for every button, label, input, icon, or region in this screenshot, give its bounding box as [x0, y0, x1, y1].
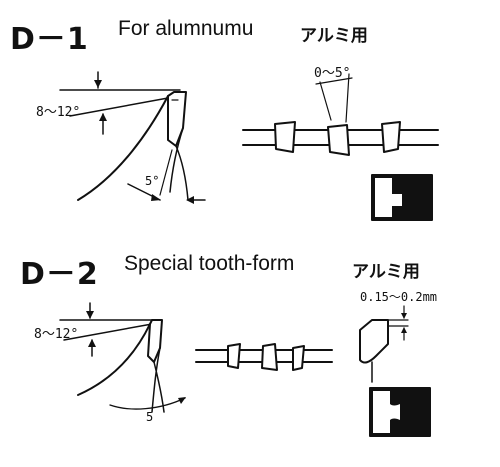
d1-top-view: [242, 73, 439, 156]
section1-material: アルミ用: [300, 26, 368, 46]
d1-tooth-face: [371, 174, 433, 221]
section1-clearance-angle: 5°: [145, 174, 160, 188]
section2-subtitle: Special tooth-form: [124, 252, 295, 275]
section1-code: D－1: [10, 22, 89, 57]
section2-clearance-angle: 5: [146, 410, 154, 424]
d1-side-profile: [59, 71, 206, 204]
section1-hook-angle: 8～12°: [36, 105, 81, 120]
section2-material: アルミ用: [352, 262, 420, 282]
section2-code: D－2: [20, 257, 99, 292]
section1-subtitle: For alumnumu: [118, 17, 254, 40]
section1-bevel-angle: 0～5°: [314, 66, 351, 81]
d2-top-view: [195, 343, 333, 371]
d2-side-profile: [59, 302, 186, 413]
d2-tooth-face: [369, 387, 431, 437]
section2-chamfer: 0.15～0.2mm: [360, 290, 438, 304]
d2-chamfer-detail: [359, 305, 409, 383]
section2-hook-angle: 8～12°: [34, 327, 79, 342]
